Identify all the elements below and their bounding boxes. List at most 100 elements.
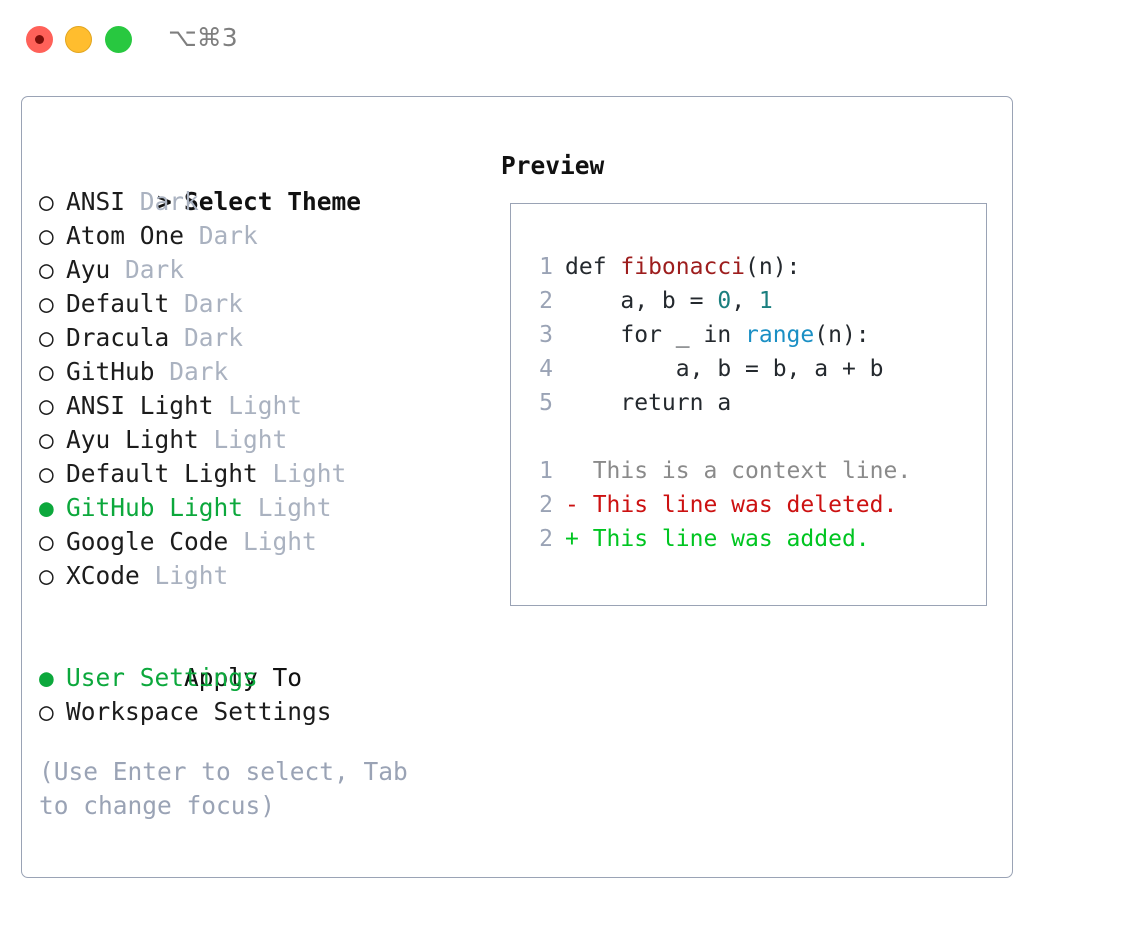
code-token: (n): <box>814 322 870 348</box>
apply-to-option-label: Workspace Settings <box>66 697 332 726</box>
theme-option[interactable]: ○ Ayu Dark <box>39 253 479 287</box>
theme-option-label: Default Light <box>66 459 273 488</box>
code-token: range <box>745 322 815 348</box>
theme-option-tag: Light <box>154 561 229 590</box>
minimize-window-button[interactable] <box>65 26 92 53</box>
code-token: 1 <box>758 288 773 314</box>
radio-unselected-icon: ○ <box>39 391 54 420</box>
theme-option-tag: Light <box>213 425 288 454</box>
code-token: def <box>565 254 621 280</box>
code-token: 0 <box>717 288 732 314</box>
close-window-button[interactable] <box>26 26 53 53</box>
diff-line-text: - This line was deleted. <box>565 492 898 518</box>
theme-option-label: XCode <box>66 561 155 590</box>
apply-to-list[interactable]: ● User Settings ○Workspace Settings <box>39 661 479 729</box>
radio-selected-icon: ● <box>39 493 54 522</box>
theme-option[interactable]: ○ GitHub Dark <box>39 355 479 389</box>
line-number: 1 <box>539 458 553 484</box>
theme-option-label: Ayu Light <box>66 425 214 454</box>
select-theme-heading-label: Select Theme <box>184 187 362 216</box>
line-number: 2 <box>539 526 553 552</box>
code-line: 5 return a <box>527 386 911 420</box>
theme-option[interactable]: ○ Dracula Dark <box>39 321 479 355</box>
theme-option-tag: Light <box>243 527 317 556</box>
help-text: (Use Enter to select, Tab to change focu… <box>39 757 408 820</box>
code-token: a, b = b, a + b <box>565 356 884 382</box>
theme-option-label: Google Code <box>66 527 244 556</box>
theme-option-tag: Dark <box>198 221 258 250</box>
theme-option-tag: Dark <box>125 255 185 284</box>
radio-unselected-icon: ○ <box>39 323 54 352</box>
code-line: 3 for _ in range(n): <box>527 318 911 352</box>
radio-unselected-icon: ○ <box>39 561 54 590</box>
radio-unselected-icon: ○ <box>39 255 54 284</box>
code-diff-separator <box>527 420 911 454</box>
theme-option-label: GitHub Light <box>66 493 258 522</box>
theme-option[interactable]: ● GitHub Light Light <box>39 491 479 525</box>
theme-option-tag: Dark <box>184 323 244 352</box>
code-token: (n): <box>745 254 801 280</box>
radio-unselected-icon: ○ <box>39 527 54 556</box>
line-number: 2 <box>539 288 553 314</box>
theme-option-tag: Dark <box>184 289 244 318</box>
theme-selection-column: > Select Theme ○ANSI Dark○Atom One Dark○… <box>39 151 479 729</box>
radio-unselected-icon: ○ <box>39 187 54 216</box>
theme-option[interactable]: ○ XCode Light <box>39 559 479 593</box>
radio-unselected-icon: ○ <box>39 459 54 488</box>
theme-option[interactable]: ○ ANSI Dark <box>39 185 479 219</box>
apply-to-heading: Apply To <box>39 627 479 692</box>
theme-option[interactable]: ○ ANSI Light Light <box>39 389 479 423</box>
line-number: 2 <box>539 492 553 518</box>
theme-option-label: Ayu <box>66 255 126 284</box>
radio-selected-icon: ● <box>39 663 54 692</box>
theme-option[interactable]: ○ Atom One Dark <box>39 219 479 253</box>
title-bar: ⌥⌘3 <box>0 0 1140 78</box>
theme-option[interactable]: ○ Default Dark <box>39 287 479 321</box>
radio-unselected-icon: ○ <box>39 425 54 454</box>
main-panel: > Select Theme ○ANSI Dark○Atom One Dark○… <box>21 96 1013 878</box>
code-token: , <box>731 288 759 314</box>
theme-option[interactable]: ○ Google Code Light <box>39 525 479 559</box>
maximize-window-button[interactable] <box>105 26 132 53</box>
apply-to-option-label: User Settings <box>66 663 258 692</box>
code-token: fibonacci <box>620 254 746 280</box>
theme-list[interactable]: ○ ANSI Dark ○ Atom One Dark ○ Ayu Dark ○ Defaul… <box>39 185 479 593</box>
theme-option-label: Atom One <box>66 221 199 250</box>
radio-unselected-icon: ○ <box>39 221 54 250</box>
line-number: 3 <box>539 322 553 348</box>
apply-to-heading-label: Apply To <box>184 663 303 692</box>
theme-option-tag: Light <box>257 493 332 522</box>
theme-option-tag: Dark <box>169 357 229 386</box>
theme-option-label: Default <box>66 289 185 318</box>
diff-line-text: This is a context line. <box>565 458 912 484</box>
apply-to-option[interactable]: ● User Settings <box>39 661 479 695</box>
radio-unselected-icon: ○ <box>39 357 54 386</box>
code-token: for _ in <box>565 322 746 348</box>
theme-option-label: GitHub <box>66 357 170 386</box>
diff-line: 2 - This line was deleted. <box>527 488 911 522</box>
code-token: a, b = <box>565 288 718 314</box>
apply-to-option[interactable]: ○Workspace Settings <box>39 695 479 729</box>
diff-line: 1 This is a context line. <box>527 454 911 488</box>
code-line: 4 a, b = b, a + b <box>527 352 911 386</box>
heading-caret-icon: > <box>157 187 187 216</box>
theme-option-label: ANSI <box>66 187 140 216</box>
theme-option-tag: Dark <box>139 187 199 216</box>
line-number: 4 <box>539 356 553 382</box>
theme-option[interactable]: ○ Default Light Light <box>39 457 479 491</box>
select-theme-heading: > Select Theme <box>39 151 479 216</box>
diff-line: 2 + This line was added. <box>527 522 911 556</box>
radio-unselected-icon: ○ <box>39 289 54 318</box>
theme-option[interactable]: ○ Ayu Light Light <box>39 423 479 457</box>
theme-option-label: Dracula <box>66 323 185 352</box>
keyboard-shortcut-label: ⌥⌘3 <box>168 23 238 52</box>
diff-line-text: + This line was added. <box>565 526 870 552</box>
theme-option-tag: Light <box>272 459 347 488</box>
preview-heading: Preview <box>501 151 605 180</box>
theme-option-label: ANSI Light <box>66 391 229 420</box>
theme-option-tag: Light <box>228 391 303 420</box>
code-token: return a <box>565 390 732 416</box>
